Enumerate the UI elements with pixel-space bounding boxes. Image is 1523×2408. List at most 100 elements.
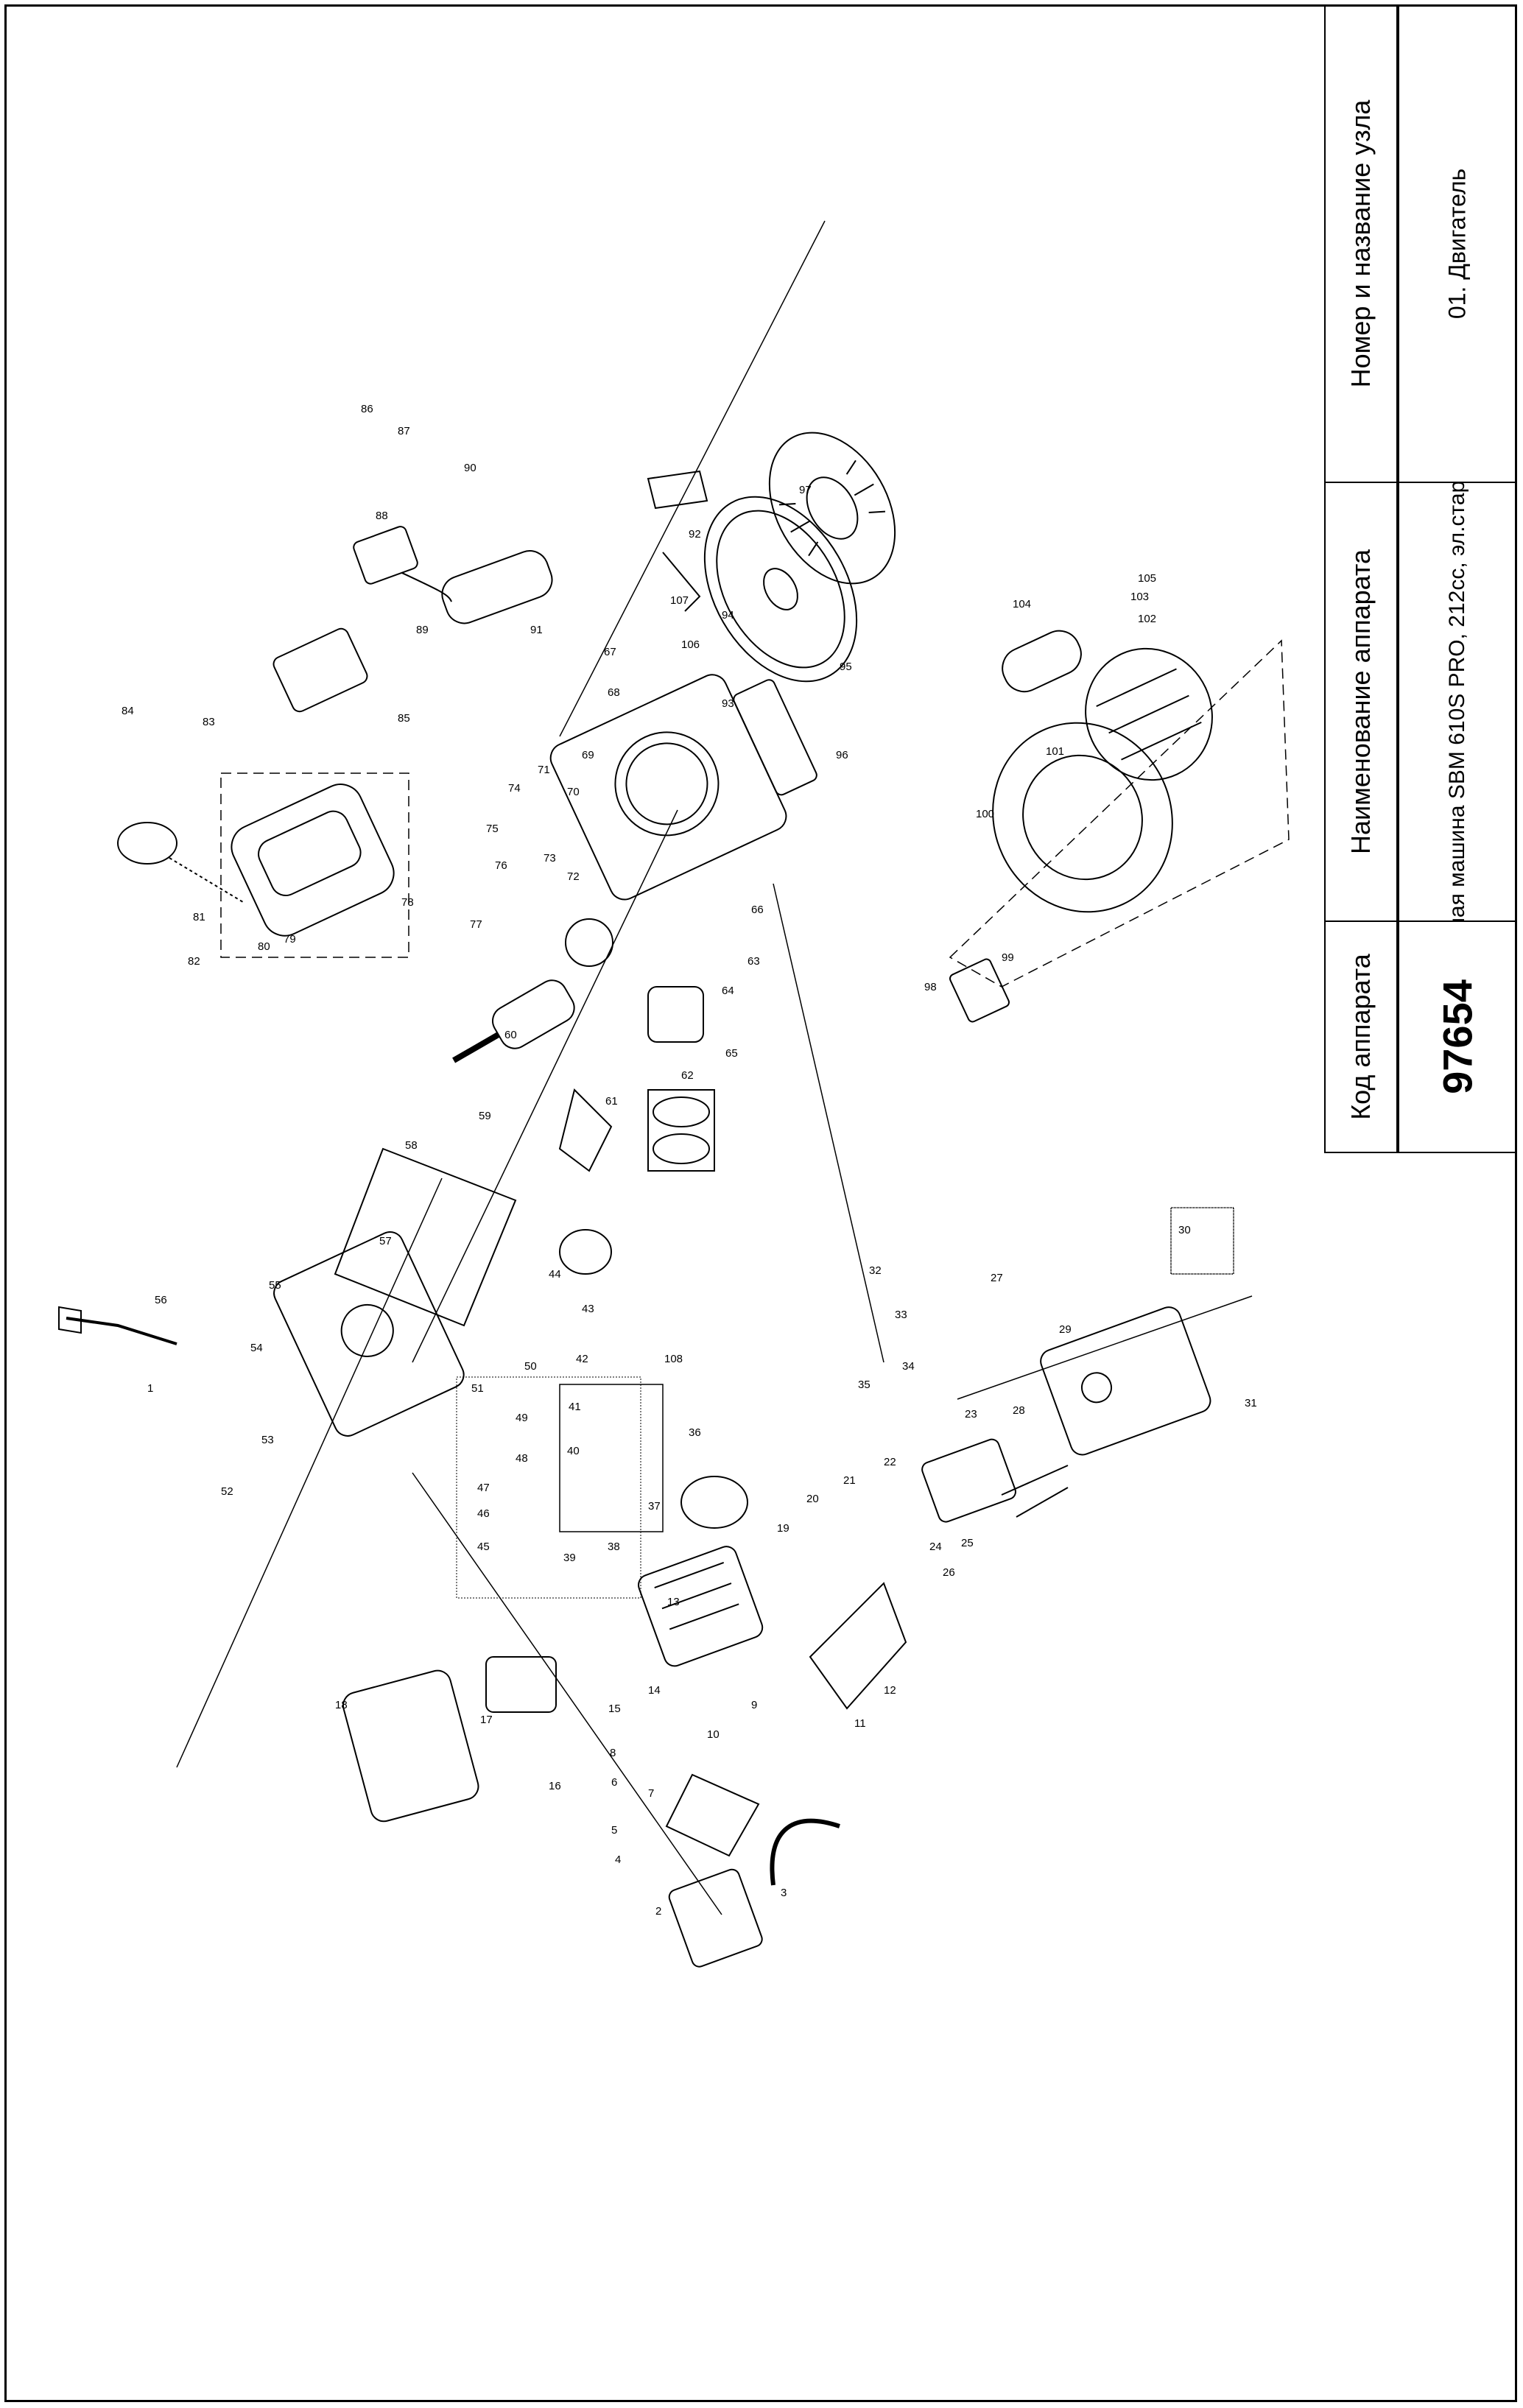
callout: 35: [858, 1379, 870, 1391]
callout: 74: [508, 782, 521, 795]
callout: 65: [725, 1047, 738, 1060]
axis-line: [773, 883, 884, 1363]
callout: 57: [379, 1235, 392, 1247]
callout: 41: [569, 1401, 581, 1413]
callout: 34: [902, 1360, 915, 1373]
fuel-cap: [117, 822, 244, 903]
callout: 103: [1130, 591, 1149, 603]
callout: 55: [269, 1279, 281, 1292]
callout: 54: [250, 1342, 263, 1354]
valve-group-box: [456, 1376, 641, 1599]
callout: 106: [681, 638, 700, 651]
callout: 37: [648, 1500, 661, 1513]
ignition-coil: [662, 552, 701, 612]
callout: 31: [1245, 1397, 1257, 1409]
callout: 91: [530, 624, 543, 636]
callout: 45: [477, 1541, 490, 1553]
callout: 42: [576, 1353, 588, 1365]
unit-header-cell: Номер и название узла: [1324, 4, 1398, 483]
electric-starter-motor: [353, 526, 553, 624]
fuel-tank: [231, 784, 395, 937]
callout: 61: [605, 1095, 618, 1108]
callout: 72: [567, 870, 580, 883]
callout: 104: [1013, 598, 1031, 610]
callout: 98: [924, 981, 937, 993]
callout: 20: [806, 1493, 819, 1505]
callout: 46: [477, 1507, 490, 1520]
muffler: [342, 1669, 479, 1823]
drawing-frame: [4, 4, 1517, 2402]
callout: 58: [405, 1139, 418, 1152]
callout: 105: [1138, 572, 1156, 585]
callout: 99: [1002, 951, 1014, 964]
piston: [647, 986, 704, 1043]
starter-cup: [949, 958, 1010, 1023]
callout: 102: [1138, 613, 1156, 625]
callout: 86: [361, 403, 373, 415]
axis-line: [412, 1472, 722, 1915]
callout: 8: [610, 1747, 616, 1759]
callout: 97: [799, 484, 812, 496]
callout: 71: [538, 764, 550, 776]
fuel-tank-outline: [220, 772, 409, 958]
callout: 100: [976, 808, 994, 820]
piston-rings-box: [647, 1089, 715, 1172]
callout: 50: [524, 1360, 537, 1373]
starter-group-outline: [949, 639, 1290, 988]
callout: 21: [843, 1474, 856, 1487]
callout: 28: [1013, 1404, 1025, 1417]
callout: 78: [401, 896, 414, 909]
callout: 101: [1046, 745, 1064, 758]
callout: 17: [480, 1714, 493, 1726]
callout: 29: [1059, 1323, 1072, 1336]
carburetor: [921, 1438, 1016, 1523]
callout: 33: [895, 1309, 907, 1321]
flywheel: [703, 496, 858, 683]
callout: 66: [751, 904, 764, 916]
recoil-starter-housing: [992, 722, 1173, 913]
callout: 7: [648, 1787, 654, 1800]
dipstick-cap: [58, 1306, 82, 1334]
callout: 51: [471, 1382, 484, 1395]
callout: 60: [504, 1029, 517, 1041]
callout: 63: [748, 955, 760, 968]
callout: 79: [284, 933, 296, 946]
callout: 27: [991, 1272, 1003, 1284]
callout: 68: [608, 686, 620, 699]
callout: 23: [965, 1408, 977, 1420]
engine-block: [549, 674, 817, 901]
callout: 30: [1178, 1224, 1191, 1236]
callout: 10: [707, 1728, 720, 1741]
callout: 87: [398, 425, 410, 437]
callout: 12: [884, 1684, 896, 1697]
callout: 76: [495, 859, 507, 872]
callout: 56: [155, 1294, 167, 1306]
callout: 11: [854, 1717, 866, 1730]
callout: 26: [943, 1566, 955, 1579]
callout: 96: [836, 749, 848, 761]
connecting-rod: [558, 1088, 613, 1172]
callout: 48: [516, 1452, 528, 1465]
callout: 9: [751, 1699, 757, 1711]
callout: 80: [258, 940, 270, 953]
callout: 36: [689, 1426, 701, 1439]
callout: 69: [582, 749, 594, 761]
callout: 95: [840, 661, 852, 673]
crankcase-cover: [273, 1231, 465, 1437]
callout: 24: [929, 1541, 942, 1553]
top-bracket: [647, 470, 708, 510]
valve-cover: [668, 1868, 763, 1968]
callout: 94: [722, 609, 734, 622]
callout: 52: [221, 1485, 233, 1498]
cooling-fan: [768, 432, 896, 585]
callout: 6: [611, 1776, 617, 1789]
head-gasket: [680, 1476, 748, 1529]
callout: 13: [667, 1596, 680, 1608]
callout: 108: [664, 1353, 683, 1365]
callout: 47: [477, 1482, 490, 1494]
governor-gear: [559, 1229, 612, 1275]
callout: 70: [567, 786, 580, 798]
carb-linkage: [1001, 1465, 1069, 1518]
callout: 73: [544, 852, 556, 865]
